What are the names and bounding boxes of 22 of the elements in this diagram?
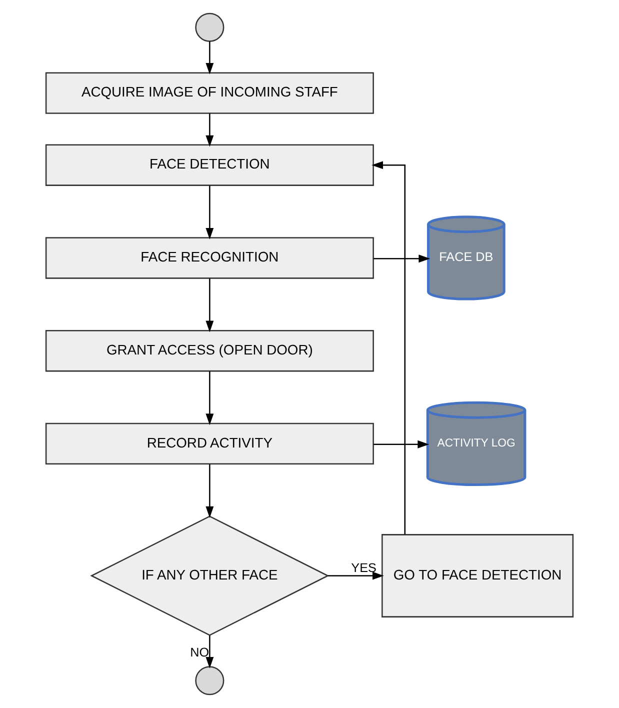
arrow xyxy=(206,114,214,147)
edge-label: NO xyxy=(190,646,210,660)
arrow xyxy=(206,186,214,240)
arrow xyxy=(206,41,214,74)
arrow xyxy=(206,464,214,518)
arrow xyxy=(374,254,430,263)
arrow xyxy=(328,572,384,580)
edge-label: YES xyxy=(351,560,376,575)
node-box: FACE RECOGNITION xyxy=(45,237,374,279)
arrow xyxy=(206,371,214,426)
node-box: RECORD ACTIVITY xyxy=(45,422,374,465)
arrow xyxy=(372,161,406,534)
node-box: GRANT ACCESS (OPEN DOOR) xyxy=(45,330,374,372)
node-circle xyxy=(195,12,224,42)
node-box: ACQUIRE IMAGE OF INCOMING STAFF xyxy=(45,72,374,114)
node-diamond: IF ANY OTHER FACE xyxy=(90,516,330,636)
arrow xyxy=(206,278,214,332)
node-box: FACE DETECTION xyxy=(45,144,374,186)
arrow xyxy=(374,440,430,448)
node-box: GO TO FACE DETECTION xyxy=(382,534,574,618)
arrow xyxy=(206,636,214,668)
node-circle xyxy=(195,666,224,696)
